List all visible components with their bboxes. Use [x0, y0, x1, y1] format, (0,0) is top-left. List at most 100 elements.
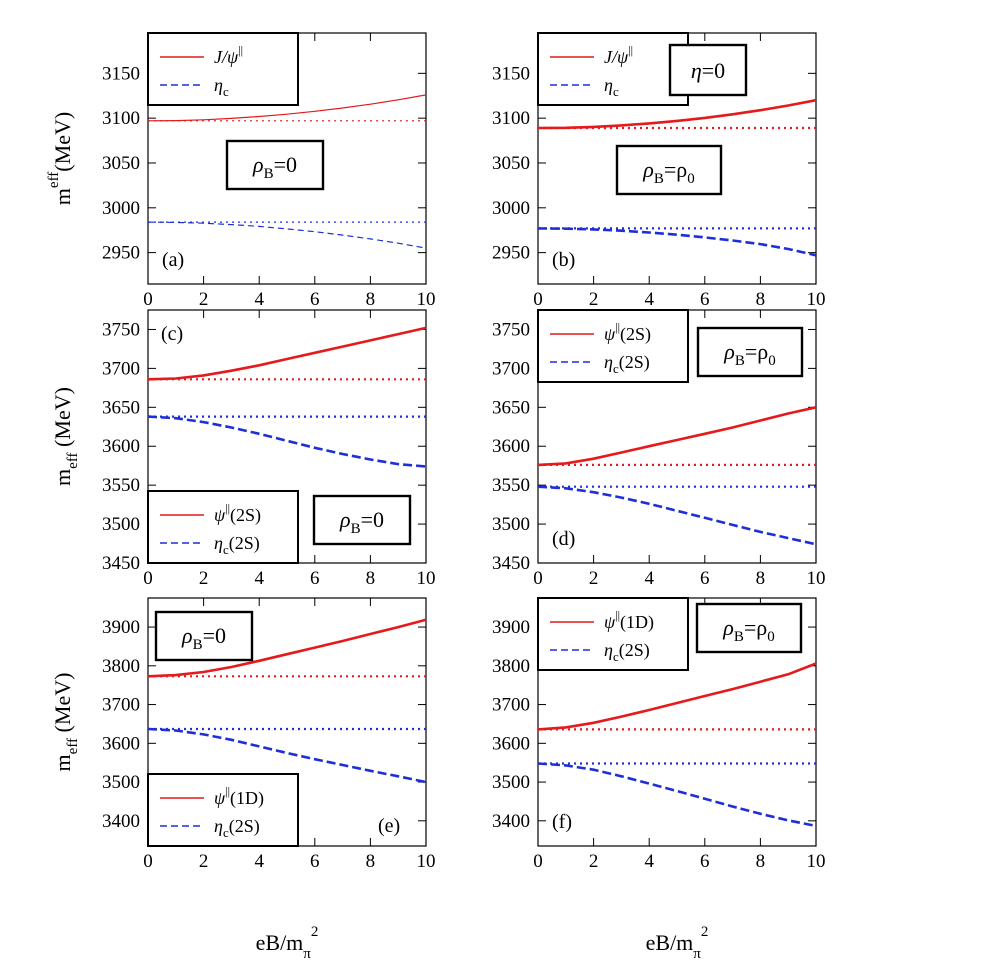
series-line-red-solid — [147, 326, 427, 381]
y-tick-label: 3650 — [102, 397, 140, 418]
x-tick-label: 4 — [644, 568, 654, 589]
x-tick-label: 0 — [143, 568, 153, 589]
legend-label-sup: || — [615, 608, 620, 622]
panel-label: (c) — [161, 323, 183, 345]
series-line-red-solid — [537, 406, 817, 467]
legend-label-main: ψ — [214, 788, 226, 808]
series-line-red-solid — [537, 662, 817, 731]
legend-label-sub: c — [613, 84, 619, 99]
x-tick-label: 6 — [310, 289, 320, 310]
x-tick-label: 0 — [533, 289, 543, 310]
density-sub: B — [734, 629, 744, 645]
y-tick-label: 3700 — [102, 358, 140, 379]
legend-label: ψ||(1D) — [214, 784, 264, 809]
series-line-blue-dashed — [147, 727, 427, 784]
y-tick-label: 3800 — [492, 656, 530, 677]
y-tick-label: 3900 — [492, 617, 530, 638]
density-rho: ρ — [181, 623, 193, 648]
panel-label: (d) — [552, 528, 575, 550]
density-rho: ρ — [252, 152, 264, 177]
y-tick-label: 3500 — [492, 514, 530, 535]
y-axis-title: meff (MeV) — [50, 673, 81, 772]
density-sub0: 0 — [687, 171, 695, 187]
y-tick-label: 3900 — [102, 617, 140, 638]
panel-label: (e) — [378, 815, 400, 837]
x-tick-label: 4 — [254, 851, 264, 872]
y-tick-label: 3650 — [492, 397, 530, 418]
y-tick-label: 3800 — [102, 656, 140, 677]
density-rho: ρ — [723, 339, 735, 364]
legend-label-sub: c — [223, 825, 229, 840]
legend-label-sub: c — [223, 84, 229, 99]
density-sub: B — [351, 521, 361, 537]
density-sub: B — [654, 171, 664, 187]
y-tick-label: 3450 — [492, 553, 530, 574]
series-line-blue-dashed — [147, 221, 427, 249]
legend-label-tail: (1D) — [620, 612, 654, 633]
legend-label-main: η — [604, 352, 613, 372]
y-axis-title-unit: (MeV) — [50, 387, 75, 452]
y-tick-label: 3050 — [492, 153, 530, 174]
y-tick-label: 3400 — [102, 811, 140, 832]
x-tick-label: 4 — [644, 851, 654, 872]
x-tick-label: 0 — [143, 289, 153, 310]
x-tick-label: 6 — [310, 851, 320, 872]
x-tick-label: 4 — [254, 289, 264, 310]
legend-label: ψ||(1D) — [604, 608, 654, 633]
x-axis-title-left: eB/mπ2 — [256, 924, 319, 962]
series-line-red-solid — [147, 94, 427, 122]
series-line-blue-dashed — [537, 485, 817, 546]
y-tick-label: 3700 — [492, 695, 530, 716]
density-eq: =ρ — [664, 157, 687, 182]
panel-label: (a) — [162, 249, 184, 271]
legend-label-tail: (2S) — [619, 640, 650, 661]
legend-label-main: ψ — [214, 505, 226, 525]
legend-label-main: J/ψ — [214, 47, 239, 67]
x-tick-label: 6 — [310, 568, 320, 589]
legend-label: ψ||(2S) — [214, 501, 261, 526]
density-eq: =ρ — [744, 615, 767, 640]
x-tick-label: 8 — [366, 289, 376, 310]
legend-label-tail: (2S) — [229, 533, 260, 554]
legend-label: ηc — [214, 75, 229, 99]
legend-box — [147, 773, 299, 847]
x-tick-label: 6 — [700, 568, 710, 589]
x-axis-title-right: eB/mπ2 — [646, 924, 709, 962]
x-tick-label: 0 — [143, 851, 153, 872]
legend-label-tail: (2S) — [619, 352, 650, 373]
y-tick-label: 3550 — [492, 475, 530, 496]
y-axis-title-main: m — [50, 754, 75, 771]
density-box — [312, 494, 412, 546]
legend-box — [537, 309, 689, 383]
eta-symbol: η — [691, 58, 702, 83]
density-box — [615, 144, 723, 196]
legend-label-tail: (2S) — [620, 324, 651, 345]
density-sub: B — [264, 166, 274, 182]
legend-label-sup: || — [238, 43, 243, 57]
legend-label-sup: || — [628, 43, 633, 57]
density-eq: =ρ — [745, 339, 768, 364]
legend-label: ηc — [604, 75, 619, 99]
x-tick-label: 0 — [533, 568, 543, 589]
legend-label-sup: || — [225, 501, 230, 515]
legend-label-sup: || — [615, 320, 620, 334]
density-sub0: 0 — [768, 353, 776, 369]
density-eq: =0 — [274, 152, 297, 177]
y-tick-label: 3600 — [102, 733, 140, 754]
y-tick-label: 3500 — [102, 772, 140, 793]
x-tick-label: 10 — [417, 568, 436, 589]
y-tick-label: 3100 — [102, 108, 140, 129]
density-box — [696, 326, 804, 378]
x-tick-label: 10 — [807, 568, 826, 589]
y-tick-label: 3600 — [492, 436, 530, 457]
legend-label-main: η — [214, 75, 223, 95]
density-eq: =0 — [361, 507, 384, 532]
legend-label-main: η — [214, 533, 223, 553]
legend-box — [147, 32, 299, 106]
y-tick-label: 3150 — [492, 63, 530, 84]
density-label: ρB=0 — [339, 507, 384, 537]
x-axis-titles: eB/mπ2 eB/mπ2 — [256, 924, 709, 962]
